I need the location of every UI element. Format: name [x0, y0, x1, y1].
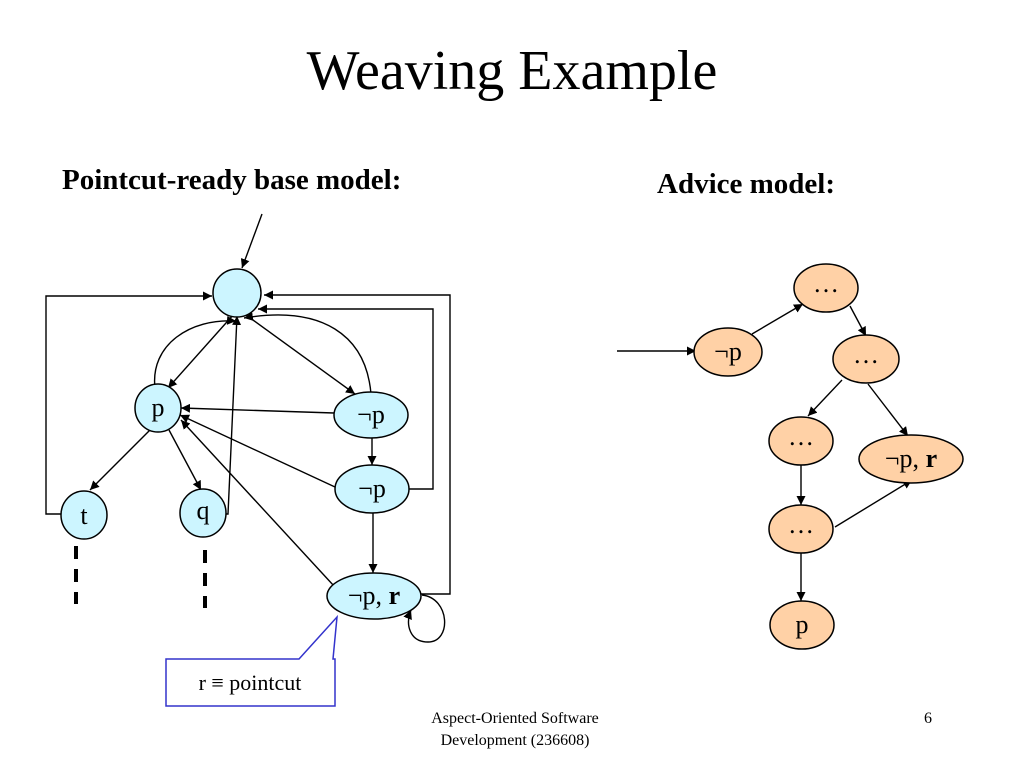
- advice-node-dots-low-label: …: [788, 510, 814, 539]
- edge-notp2-to-start: [258, 304, 434, 490]
- footer-line-2: Development (236608): [440, 732, 590, 749]
- advice-node-dots-top-label: …: [813, 269, 839, 298]
- edge-start-to-notp1: [245, 314, 356, 395]
- advice-model-heading: Advice model:: [657, 168, 835, 200]
- callout-text: r ≡ pointcut: [199, 670, 302, 695]
- base-node-t-label: t: [80, 501, 88, 530]
- edge-notpr-self-loop: [403, 594, 446, 643]
- advice-node-p: p: [769, 600, 835, 650]
- edge-dots-right-to-notpr: [867, 383, 909, 437]
- advice-node-notp-label: ¬p: [714, 337, 742, 366]
- edge-p-to-q: [168, 429, 202, 491]
- base-node-q: q: [179, 488, 227, 538]
- edge-dots-right-to-dots-mid: [807, 379, 843, 417]
- svg-text:¬p, r: ¬p, r: [348, 581, 400, 610]
- base-node-start: [212, 268, 262, 318]
- base-node-notp1-label: ¬p: [357, 400, 385, 429]
- edge-notpr-to-start: [264, 290, 451, 595]
- base-model-heading: Pointcut-ready base model:: [62, 164, 402, 196]
- advice-node-dots-right: …: [832, 334, 900, 384]
- edge-t-to-start: [45, 291, 212, 515]
- advice-node-notp: ¬p: [693, 327, 763, 377]
- edge-notp1-to-start-curve: [243, 312, 372, 395]
- edge-notp2-to-p: [179, 414, 336, 488]
- base-node-notpr-bold: r: [389, 581, 401, 610]
- base-model-edges: [45, 213, 451, 643]
- footer-course: Aspect-Oriented Software Development (23…: [380, 708, 650, 752]
- edge-dots-top-to-dots-right: [849, 305, 867, 337]
- advice-node-notpr-label: ¬p,: [885, 444, 926, 473]
- advice-node-dots-top: …: [793, 263, 859, 313]
- base-node-p: p: [134, 383, 182, 433]
- base-node-p-label: p: [152, 393, 165, 422]
- advice-node-dots-mid-label: …: [788, 422, 814, 451]
- base-node-q-label: q: [197, 496, 210, 525]
- edge-notpr-to-p: [180, 419, 335, 587]
- edge-q-to-start: [226, 315, 242, 515]
- advice-node-notpr-bold: r: [926, 444, 938, 473]
- base-node-notpr-label: ¬p,: [348, 581, 389, 610]
- advice-node-notpr: ¬p, r: [858, 434, 964, 484]
- base-node-t: t: [60, 490, 108, 540]
- advice-node-p-label: p: [796, 610, 809, 639]
- edge-p-to-start-curve: [153, 315, 237, 389]
- edge-dots-low-to-notpr: [834, 479, 913, 528]
- edge-p-to-t: [89, 429, 151, 491]
- pointcut-callout: r ≡ pointcut: [165, 614, 338, 707]
- advice-model-nodes: ¬p … … … ¬p, r … p: [693, 263, 964, 650]
- edge-start-to-p: [167, 313, 235, 389]
- slide-title: Weaving Example: [306, 40, 718, 102]
- advice-model-edges: [617, 303, 913, 601]
- footer-line-1: Aspect-Oriented Software: [431, 710, 599, 727]
- edge-entry-to-start: [240, 213, 263, 269]
- base-node-notp1: ¬p: [333, 391, 409, 439]
- advice-node-dots-right-label: …: [853, 340, 879, 369]
- svg-text:¬p, r: ¬p, r: [885, 444, 937, 473]
- base-node-notp2-label: ¬p: [358, 474, 386, 503]
- advice-node-dots-mid: …: [768, 416, 834, 466]
- base-model-nodes: p ¬p ¬p ¬p, r t q: [60, 268, 422, 620]
- base-node-notp2: ¬p: [334, 464, 410, 514]
- base-node-notpr: ¬p, r: [326, 572, 422, 620]
- edge-notp1-to-p: [180, 403, 335, 414]
- edge-notp-to-dots-top: [751, 303, 804, 335]
- page-number: 6: [924, 710, 932, 727]
- advice-node-dots-low: …: [768, 504, 834, 554]
